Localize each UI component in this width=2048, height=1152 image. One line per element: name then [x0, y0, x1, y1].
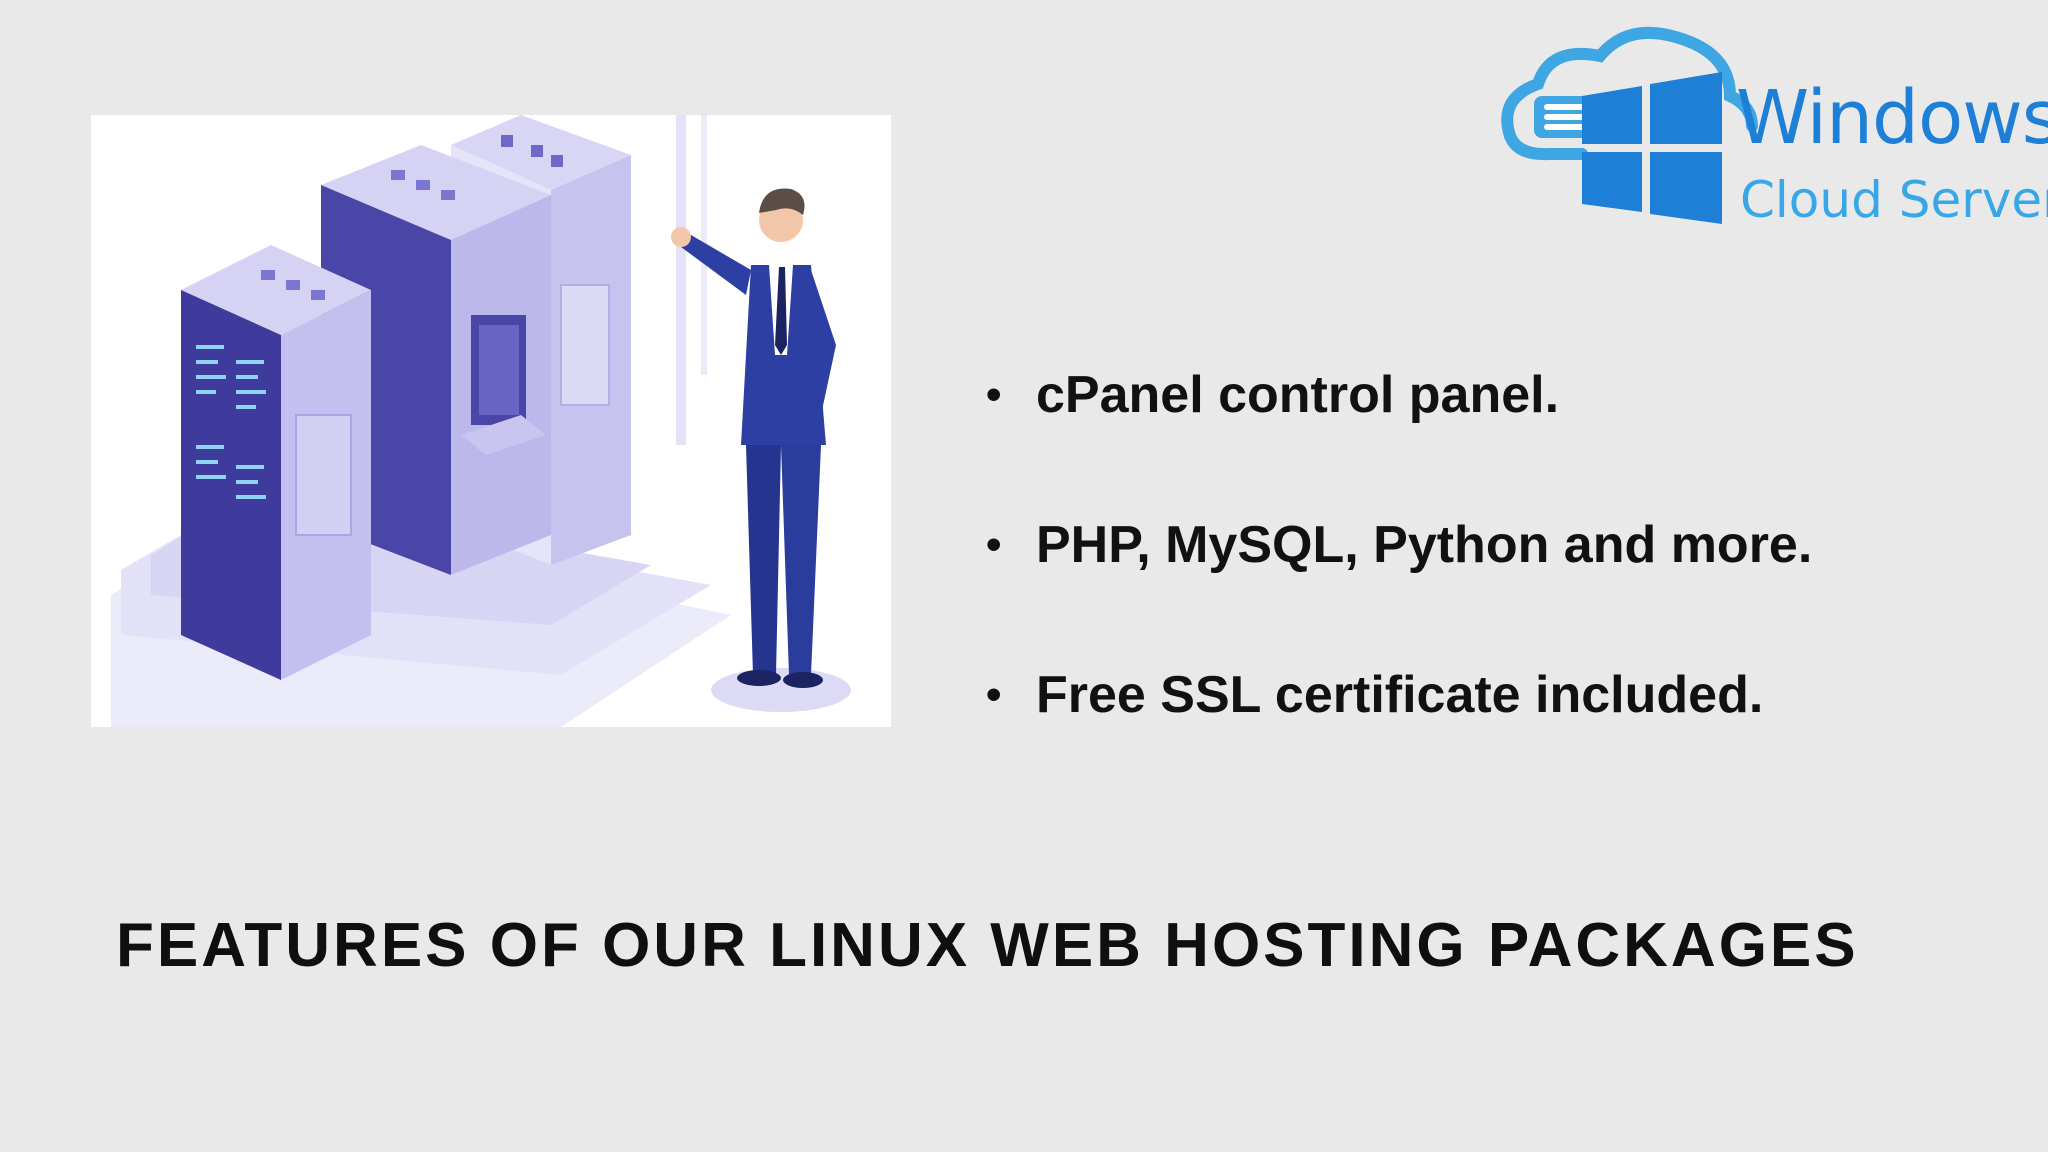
feature-text: cPanel control panel. — [1036, 366, 1560, 424]
feature-text: Free SSL certificate included. — [1036, 666, 1764, 724]
bullet-marker: • — [986, 670, 1002, 719]
bullet-marker: • — [986, 370, 1002, 419]
logo-title: Windows — [1736, 75, 2048, 161]
feature-item-ssl: • Free SSL certificate included. — [986, 660, 2006, 810]
bullet-marker: • — [986, 520, 1002, 569]
server-illustration — [91, 115, 891, 727]
windows-cloud-logo-icon — [1501, 26, 1758, 224]
feature-item-languages: • PHP, MySQL, Python and more. — [986, 510, 2006, 660]
feature-text: PHP, MySQL, Python and more. — [1036, 516, 1813, 574]
page-heading: FEATURES OF OUR LINUX WEB HOSTING PACKAG… — [116, 911, 1859, 980]
server-racks-illustration-icon — [111, 115, 851, 727]
logo-subtitle: Cloud Server — [1740, 171, 2048, 229]
feature-item-cpanel: • cPanel control panel. — [986, 360, 2006, 510]
brand-logo: Windows Cloud Server — [1490, 26, 2048, 236]
feature-list: • cPanel control panel. • PHP, MySQL, Py… — [986, 360, 2006, 810]
